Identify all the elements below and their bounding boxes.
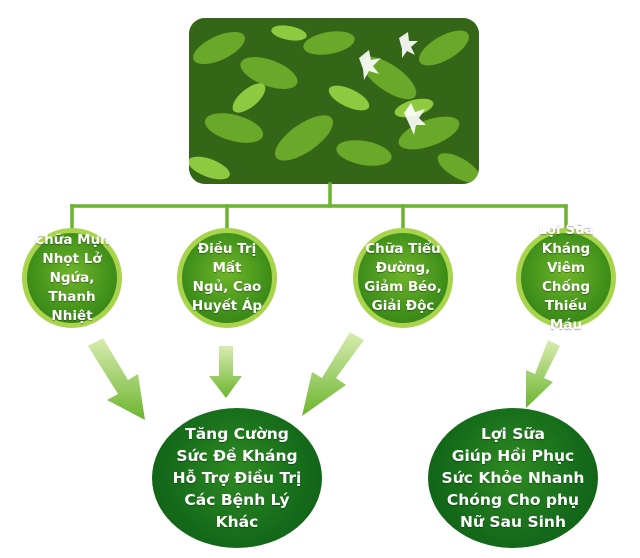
benefit-node-4-text: Lợi Sữa Kháng Viêm Chống Thiếu Máu <box>538 222 594 333</box>
arrow-3 <box>302 332 364 416</box>
result-node-1-text: Tăng Cường Sức Đề Kháng Hỗ Trợ Điều Trị … <box>172 425 302 531</box>
benefit-node-3-text: Chữa Tiểu Đường, Giảm Béo, Giải Độc <box>364 241 442 314</box>
benefit-node-1-text: Chữa Mụn Nhọt Lở Ngứa, Thanh Nhiệt <box>34 231 110 324</box>
arrow-4 <box>526 340 560 408</box>
benefit-node-2-text: Điều Trị Mất Ngủ, Cao Huyết Áp <box>191 241 263 314</box>
result-node-1: Tăng Cường Sức Đề Kháng Hỗ Trợ Điều Trị … <box>152 408 322 548</box>
benefit-node-2: Điều Trị Mất Ngủ, Cao Huyết Áp <box>177 228 277 328</box>
result-node-2-text: Lợi Sữa Giúp Hồi Phục Sức Khỏe Nhanh Chó… <box>441 425 585 531</box>
benefit-node-3: Chữa Tiểu Đường, Giảm Béo, Giải Độc <box>353 228 453 328</box>
result-node-2: Lợi Sữa Giúp Hồi Phục Sức Khỏe Nhanh Chó… <box>428 408 598 548</box>
benefit-node-1: Chữa Mụn Nhọt Lở Ngứa, Thanh Nhiệt <box>22 228 122 328</box>
benefit-node-4: Lợi Sữa Kháng Viêm Chống Thiếu Máu <box>516 222 616 333</box>
plant-photo <box>189 18 479 184</box>
arrow-1 <box>88 338 145 420</box>
plant-leaves-image <box>189 18 479 184</box>
arrow-2 <box>209 346 242 398</box>
